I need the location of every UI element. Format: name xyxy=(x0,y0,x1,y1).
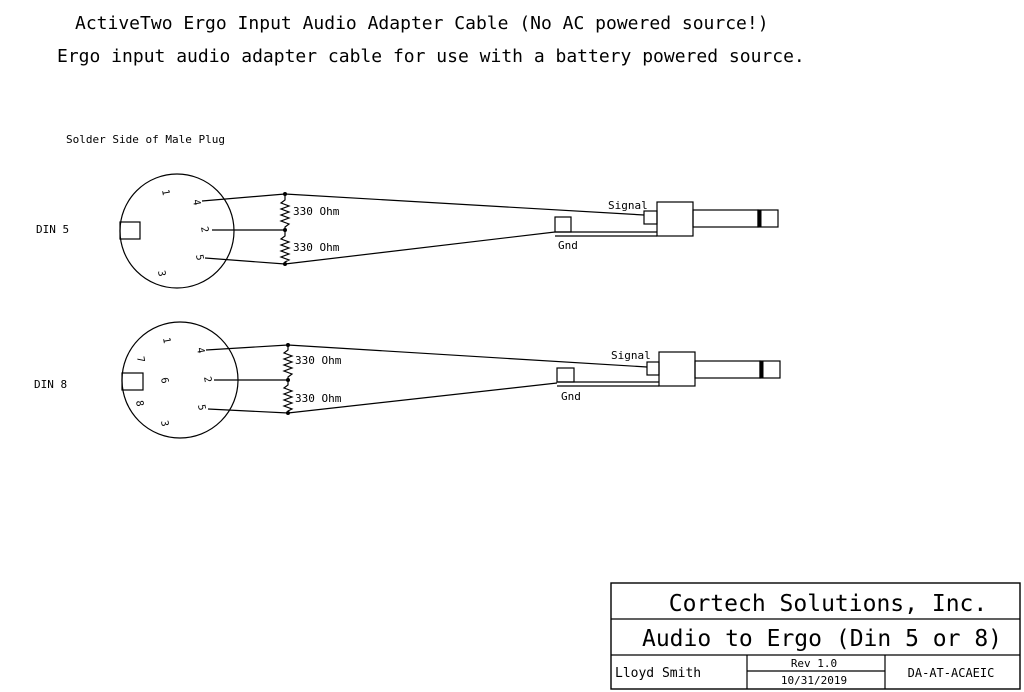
din5-key-notch xyxy=(119,221,141,240)
din8-pin-7: 7 xyxy=(134,356,146,364)
din8-signal-wire xyxy=(287,344,648,368)
din8-signal-tab xyxy=(646,361,660,376)
din8-pin-6: 6 xyxy=(158,377,170,385)
diagram-title: ActiveTwo Ergo Input Audio Adapter Cable… xyxy=(75,13,769,34)
din5-signal-label: Signal xyxy=(608,199,648,212)
din8-pin-2: 2 xyxy=(201,376,213,384)
din8-assembly: DIN 8 1 4 7 6 2 8 5 3 330 Ohm 330 Ohm Si… xyxy=(34,321,781,439)
din8-wire-pin4 xyxy=(205,344,289,351)
din5-resistor-bottom-label: 330 Ohm xyxy=(293,241,340,254)
din5-pin-4: 4 xyxy=(190,199,202,207)
din8-resistor-top xyxy=(282,345,294,380)
din5-wire-pin4 xyxy=(201,193,286,202)
revision: Rev 1.0 xyxy=(791,657,837,670)
din8-signal-label: Signal xyxy=(611,349,651,362)
din8-label: DIN 8 xyxy=(34,378,67,391)
din5-resistor-top xyxy=(279,194,291,230)
company-name: Cortech Solutions, Inc. xyxy=(669,591,988,617)
drawing-date: 10/31/2019 xyxy=(781,674,847,687)
din5-pin-3: 3 xyxy=(155,270,167,278)
din8-resistor-bottom xyxy=(282,380,294,413)
diagram-subtitle: Ergo input audio adapter cable for use w… xyxy=(57,46,805,67)
solder-side-label: Solder Side of Male Plug xyxy=(66,133,225,146)
din8-plug-tip xyxy=(759,360,781,379)
din5-gnd-tab xyxy=(554,216,572,233)
din8-plug-sleeve xyxy=(694,360,761,379)
title-block-frame xyxy=(610,582,1021,690)
din5-signal-tab xyxy=(643,210,658,225)
din8-pin-1: 1 xyxy=(160,337,172,345)
author-name: Lloyd Smith xyxy=(615,666,701,681)
din8-resistor-top-label: 330 Ohm xyxy=(295,354,342,367)
din8-ground-wire xyxy=(287,382,558,414)
din8-plug-body xyxy=(658,351,696,387)
din5-resistor-top-label: 330 Ohm xyxy=(293,205,340,218)
din8-wire-pin5 xyxy=(207,408,289,414)
din5-wire-pin5 xyxy=(204,257,286,265)
din8-pin-8: 8 xyxy=(133,400,145,408)
din8-junction-mid xyxy=(286,378,290,382)
din5-plug-body xyxy=(656,201,694,237)
din5-pin-1: 1 xyxy=(159,189,171,197)
din5-ground-wire xyxy=(284,231,556,265)
din5-assembly: DIN 5 1 4 2 5 3 330 Ohm 330 Ohm Signal xyxy=(36,173,779,289)
din5-pin-2: 2 xyxy=(198,226,210,234)
din8-resistor-bottom-label: 330 Ohm xyxy=(295,392,342,405)
din5-label: DIN 5 xyxy=(36,223,69,236)
din5-plug-sleeve xyxy=(692,209,759,228)
din5-gnd-label: Gnd xyxy=(558,239,578,252)
din8-gnd-tab xyxy=(556,367,575,383)
din8-pin-3: 3 xyxy=(158,420,170,428)
part-number: DA-AT-ACAEIC xyxy=(908,666,995,680)
title-block: Cortech Solutions, Inc. Audio to Ergo (D… xyxy=(610,582,1021,690)
din8-key-notch xyxy=(121,372,144,391)
din5-connector-body xyxy=(119,173,235,289)
din8-pin-5: 5 xyxy=(195,404,207,412)
din5-pin-5: 5 xyxy=(193,254,205,262)
din8-pin-4: 4 xyxy=(194,347,206,355)
din5-resistor-bottom xyxy=(279,230,291,264)
din5-signal-wire xyxy=(284,193,645,216)
din5-junction-mid xyxy=(283,228,287,232)
din8-gnd-label: Gnd xyxy=(561,390,581,403)
din5-plug-tip xyxy=(757,209,779,228)
drawing-title: Audio to Ergo (Din 5 or 8) xyxy=(642,626,1002,652)
